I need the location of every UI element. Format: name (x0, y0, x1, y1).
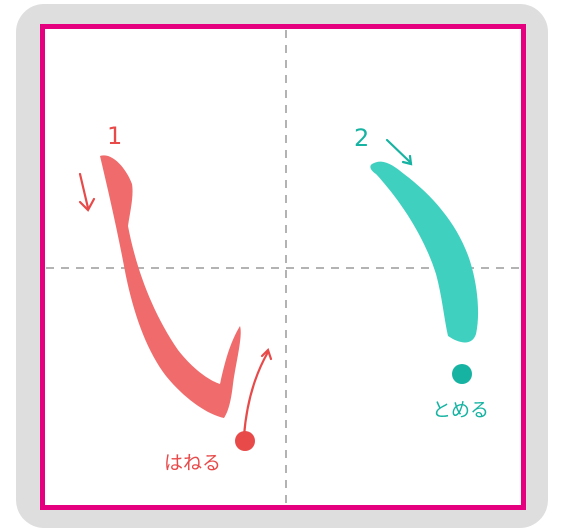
hane-label: はねる (164, 452, 221, 474)
stroke-2-shape (370, 161, 479, 343)
hane-end-dot (235, 431, 255, 451)
tome-label: とめる (432, 399, 489, 421)
stroke-2-number: 2 (354, 124, 369, 152)
hane-arrow-icon (242, 347, 273, 438)
stroke-1-shape (100, 155, 241, 418)
stroke-1-number: 1 (107, 122, 122, 150)
stroke-2-direction-arrow-icon (385, 138, 413, 166)
tome-end-dot (452, 364, 472, 384)
stroke-1-direction-arrow-icon (78, 172, 96, 212)
